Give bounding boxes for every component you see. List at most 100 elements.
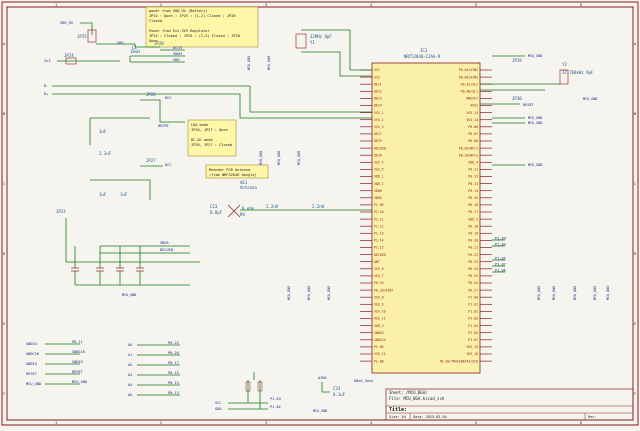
ic-pin-left: P1.06 xyxy=(374,345,384,349)
net-ain4: AIN4 xyxy=(318,376,327,380)
net-decusb: DECUSB xyxy=(160,248,173,252)
left-net-out: SWDCLK xyxy=(72,350,86,354)
net-p102: P1.02 xyxy=(270,405,281,409)
wire-xtal xyxy=(301,29,372,77)
ic-pin-right: P0.24 xyxy=(468,267,478,271)
ic-pin-left: P1.08 xyxy=(374,359,384,363)
right-net-label: P1.07 xyxy=(495,263,506,267)
gnd-label: MCU_GND xyxy=(583,97,597,101)
ic-pin-right: P0.14 xyxy=(468,189,478,193)
ic-pin-left: DEC3 xyxy=(374,97,382,101)
jp26-label: JP26 xyxy=(146,92,156,97)
nrf52840-ic[interactable] xyxy=(371,62,481,374)
ic-pin-right: P0.25 xyxy=(468,274,478,278)
gnd-label-vertical: MCU_GND xyxy=(552,286,556,300)
ic-pin-right: P1.01 xyxy=(468,303,478,307)
ic-left-pins: XC1XC2DEC1DEC2DEC3DEC4VSS_1VSS_2VSS_3DEC… xyxy=(360,68,393,363)
grid-row-right: D xyxy=(634,252,636,256)
tb-file: File: MCU_BGA.kicad_sch xyxy=(389,396,445,401)
wire-cap-2 xyxy=(90,179,151,200)
ic-pin-right: P0.26 xyxy=(468,281,478,285)
ic-pin-left: DECC xyxy=(374,132,382,136)
ic-pin-left: VSS_10 xyxy=(374,310,386,314)
pad-label: A5 xyxy=(128,393,132,397)
ic-pin-right: P1.05 xyxy=(468,331,478,335)
wire-jp23 xyxy=(65,218,200,263)
y1-value: 32MHz 8pF xyxy=(310,34,332,39)
net-scl: SCL xyxy=(215,401,222,405)
c-left-1: 1uF xyxy=(99,129,107,134)
left-net-out: SWDIO xyxy=(72,360,83,364)
tb-rev: Rev: xyxy=(588,415,596,419)
ic-pin-right: P1.00 xyxy=(468,295,478,299)
ic-pin-right: P0.07 xyxy=(468,132,478,136)
note-line: LDO mode xyxy=(191,123,208,127)
jp24-jumper[interactable] xyxy=(65,57,77,65)
ic-pin-left: DECUSB xyxy=(374,146,386,150)
ae1-value: Antenna xyxy=(240,185,257,190)
ic-pin-left: SWDCLK xyxy=(374,338,386,342)
ic-pin-left: SWDIO xyxy=(374,331,384,335)
ic-pin-left: VSS_3 xyxy=(374,125,384,129)
ic-pin-right: P0.12 xyxy=(468,175,478,179)
tb-date: Date: 2025-03-04 xyxy=(413,415,447,419)
grid-col-top: 2 xyxy=(160,3,162,7)
pad-target: P0.15 xyxy=(168,371,179,375)
r-sda-pullup xyxy=(257,381,263,392)
jp25-label: JP25 xyxy=(77,34,87,39)
note-line: Power from Ext.3V3 Regulator xyxy=(149,29,210,33)
c-left-4: 1uF xyxy=(120,192,128,197)
gnd-label-vertical: MCU_GND xyxy=(537,286,541,300)
left-net-out: P0.11 xyxy=(72,340,83,344)
antenna-note-box xyxy=(205,164,269,179)
ic-pin-left: P1.12 xyxy=(374,224,384,228)
gnd-label-vertical: MCU_GND xyxy=(267,56,271,70)
net-3v3: 3v3 xyxy=(44,59,51,63)
crystal-y2[interactable] xyxy=(559,69,569,85)
note-line: Closed xyxy=(149,19,162,23)
ic-pin-right: P1.07 xyxy=(468,338,478,342)
ic-pin-left: P0.28/AIN7 xyxy=(374,288,393,292)
ic-pin-left: VSS_6 xyxy=(374,267,384,271)
jp25-jumper[interactable] xyxy=(87,29,97,43)
wire-vdd-top xyxy=(96,43,160,48)
r9-value: 0 ohm xyxy=(242,206,255,211)
grid-row-left: A xyxy=(3,42,6,46)
power-note-box xyxy=(145,6,259,48)
c23-value: 0.8pF xyxy=(210,210,223,215)
ic-pin-right: P0.22 xyxy=(468,253,478,257)
net-vdd: VDD xyxy=(117,41,124,45)
ic-pin-right: P0.16 xyxy=(468,203,478,207)
ae1-label: AE1 xyxy=(240,180,248,185)
left-net-label: RESET xyxy=(26,372,38,376)
ic-pin-right: NRESET xyxy=(466,97,478,101)
l1-value: 10uH xyxy=(130,49,140,54)
ic-pin-left: P1.13 xyxy=(374,232,384,236)
ic-pin-left: DEC2 xyxy=(374,90,382,94)
grid-col-bottom: 3 xyxy=(265,421,267,425)
ic-pin-left: ANT xyxy=(374,260,380,264)
y2-value: 32.768kHz 9pF xyxy=(562,70,594,75)
note-line: JP24 : Closed ; JP25 : (2,3) Closed ; JP… xyxy=(149,34,240,38)
crystal-y1[interactable] xyxy=(295,33,307,49)
wire-jp26 xyxy=(140,99,185,123)
antenna-x-marker xyxy=(227,204,241,218)
jp23-label: JP23 xyxy=(56,209,66,214)
y2-label: Y2 xyxy=(562,62,567,67)
jp30-label: JP30 xyxy=(512,96,522,101)
c23-label: C23 xyxy=(210,204,218,209)
ic-pin-left: P0.29 xyxy=(374,281,384,285)
pad-label: A2 xyxy=(128,363,132,367)
grid-row-left: B xyxy=(3,112,5,116)
grid-col-top: 1 xyxy=(55,3,57,7)
ic-pin-left: XC1 xyxy=(374,68,380,72)
grid-row-left: E xyxy=(3,322,5,326)
ic-pin-left: P1.14 xyxy=(374,239,384,243)
ic-pin-left: VDD_3 xyxy=(374,324,384,328)
ic-pin-left: DECUSB xyxy=(374,253,386,257)
net-vddh: VDDH xyxy=(173,52,182,56)
